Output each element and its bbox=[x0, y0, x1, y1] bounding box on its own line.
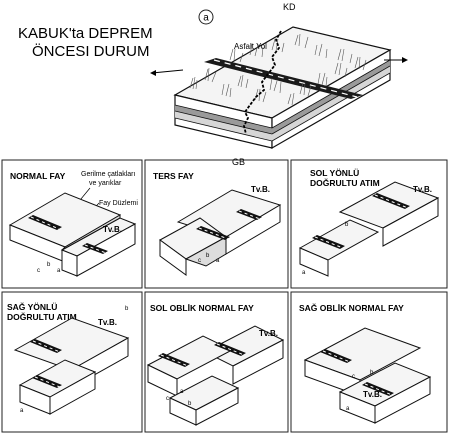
road-centerline bbox=[314, 236, 344, 249]
marker-label: b bbox=[345, 222, 349, 228]
panel-title: NORMAL FAY bbox=[10, 171, 66, 181]
layer-line bbox=[271, 65, 391, 135]
asphalt-road bbox=[82, 243, 108, 254]
callout-tension-cracks-2: ve yarıklar bbox=[89, 180, 122, 187]
soil-layer-dotted bbox=[175, 111, 272, 141]
block-side-face bbox=[232, 339, 284, 385]
layer-line bbox=[174, 117, 273, 142]
road-centerline bbox=[160, 354, 189, 367]
panel-title: SAĞ OBLİK NORMAL FAY bbox=[299, 302, 404, 313]
block-label: Tv.B. bbox=[413, 185, 432, 194]
marker-label: a bbox=[180, 389, 184, 395]
asphalt-road bbox=[236, 209, 262, 220]
marker-label: c bbox=[198, 258, 201, 264]
asphalt-road bbox=[372, 193, 410, 209]
marker-label: c bbox=[352, 374, 355, 380]
block-label: Tv.B. bbox=[251, 185, 270, 194]
layer-line bbox=[271, 59, 391, 129]
road-centerline bbox=[34, 376, 61, 388]
road-centerline bbox=[322, 350, 351, 363]
panel-right-oblique-normal-fault: SAĞ OBLİK NORMAL FAY Tv.B. a c b bbox=[299, 302, 432, 424]
block-side-face bbox=[195, 387, 239, 426]
left-arrow bbox=[151, 69, 184, 74]
callout-tension-cracks: Gerilme çatlakları bbox=[81, 171, 136, 178]
block-side-face bbox=[374, 376, 431, 424]
soil-layer-dotted bbox=[272, 66, 390, 141]
road-centerline bbox=[198, 227, 229, 240]
grass-texture bbox=[189, 33, 367, 106]
road-centerline bbox=[216, 343, 245, 356]
layer-line bbox=[174, 104, 273, 129]
block-label: Tv.B. bbox=[98, 318, 117, 327]
road-centerline bbox=[364, 383, 393, 396]
block-front-face bbox=[159, 239, 187, 276]
marker-label: a bbox=[346, 406, 350, 412]
road-centerline bbox=[213, 59, 358, 98]
panel-title-line2: DOĞRULTU ATIM bbox=[7, 311, 77, 322]
panel-title: SAĞ YÖNLÜ bbox=[7, 301, 57, 312]
block-side-face bbox=[76, 223, 136, 277]
top-section: KABUK'ta DEPREM ÖNCESI DURUM a bbox=[18, 2, 408, 167]
panel-left-lateral-strike-slip: SOL YÖNLÜ DOĞRULTU ATIM Tv.B. a b bbox=[298, 168, 440, 277]
crust-block bbox=[173, 26, 392, 150]
layer-line bbox=[271, 72, 391, 142]
panel-right-lateral-strike-slip: SAĞ YÖNLÜ DOĞRULTU ATIM Tv.B. b a bbox=[7, 301, 130, 415]
panel-title: SOL YÖNLÜ bbox=[310, 168, 359, 178]
panel-normal-fault: NORMAL FAY Gerilme çatlakları ve yarıkla… bbox=[8, 171, 138, 277]
marker-label: c bbox=[37, 268, 40, 274]
road-centerline bbox=[30, 216, 60, 230]
marker-label: a bbox=[216, 258, 220, 264]
right-arrowhead bbox=[402, 57, 408, 63]
marker-label: b bbox=[47, 262, 51, 268]
fault-trace bbox=[243, 30, 282, 135]
panel-title: TERS FAY bbox=[153, 171, 194, 181]
panel-grid bbox=[1, 159, 448, 433]
soil-layer-dark bbox=[175, 105, 272, 134]
marker-label: c bbox=[166, 396, 169, 402]
soil-layer-dark bbox=[272, 60, 390, 134]
block-label: Tv.B. bbox=[363, 390, 382, 399]
block-label: Tv.B. bbox=[259, 329, 278, 338]
panel-badge-circle bbox=[198, 9, 214, 25]
marker-label: a bbox=[57, 268, 61, 274]
south-direction-label: GB bbox=[232, 157, 245, 167]
road-centerline bbox=[32, 340, 61, 353]
fault-scarp bbox=[184, 236, 227, 267]
road-centerline bbox=[238, 210, 261, 220]
panel-reverse-fault: TERS FAY Tv.B. c b a bbox=[153, 171, 282, 276]
road-centerline bbox=[84, 244, 107, 254]
block-label: Tv.B. bbox=[103, 225, 122, 234]
callout-fault-plane: Fay Düzlemi bbox=[99, 200, 138, 207]
block-side-face bbox=[49, 371, 96, 415]
marker-label: b bbox=[125, 306, 129, 312]
fault-scarp bbox=[61, 214, 121, 251]
panel-left-oblique-normal-fault: SOL OBLİK NORMAL FAY Tv.B. c a b bbox=[146, 303, 285, 426]
top-title-line2: ÖNCESI DURUM bbox=[32, 42, 150, 60]
top-title-line1: KABUK'ta DEPREM bbox=[18, 25, 153, 42]
panel-title: SOL OBLİK NORMAL FAY bbox=[150, 303, 254, 313]
block-front-face bbox=[299, 247, 329, 277]
marker-label: b bbox=[188, 401, 192, 407]
marker-label: b bbox=[370, 370, 374, 376]
panel-title-line2: DOĞRULTU ATIM bbox=[310, 177, 380, 188]
left-arrowhead bbox=[150, 70, 156, 76]
marker-label: a bbox=[20, 408, 24, 414]
layer-line bbox=[174, 110, 273, 135]
marker-label: a bbox=[302, 270, 306, 276]
block-side-face bbox=[382, 197, 439, 247]
north-direction-label: KD bbox=[283, 2, 296, 12]
panel-badge: a bbox=[203, 13, 209, 24]
road-label: Asfalt Yol bbox=[234, 42, 267, 51]
marker-label: b bbox=[206, 253, 210, 259]
